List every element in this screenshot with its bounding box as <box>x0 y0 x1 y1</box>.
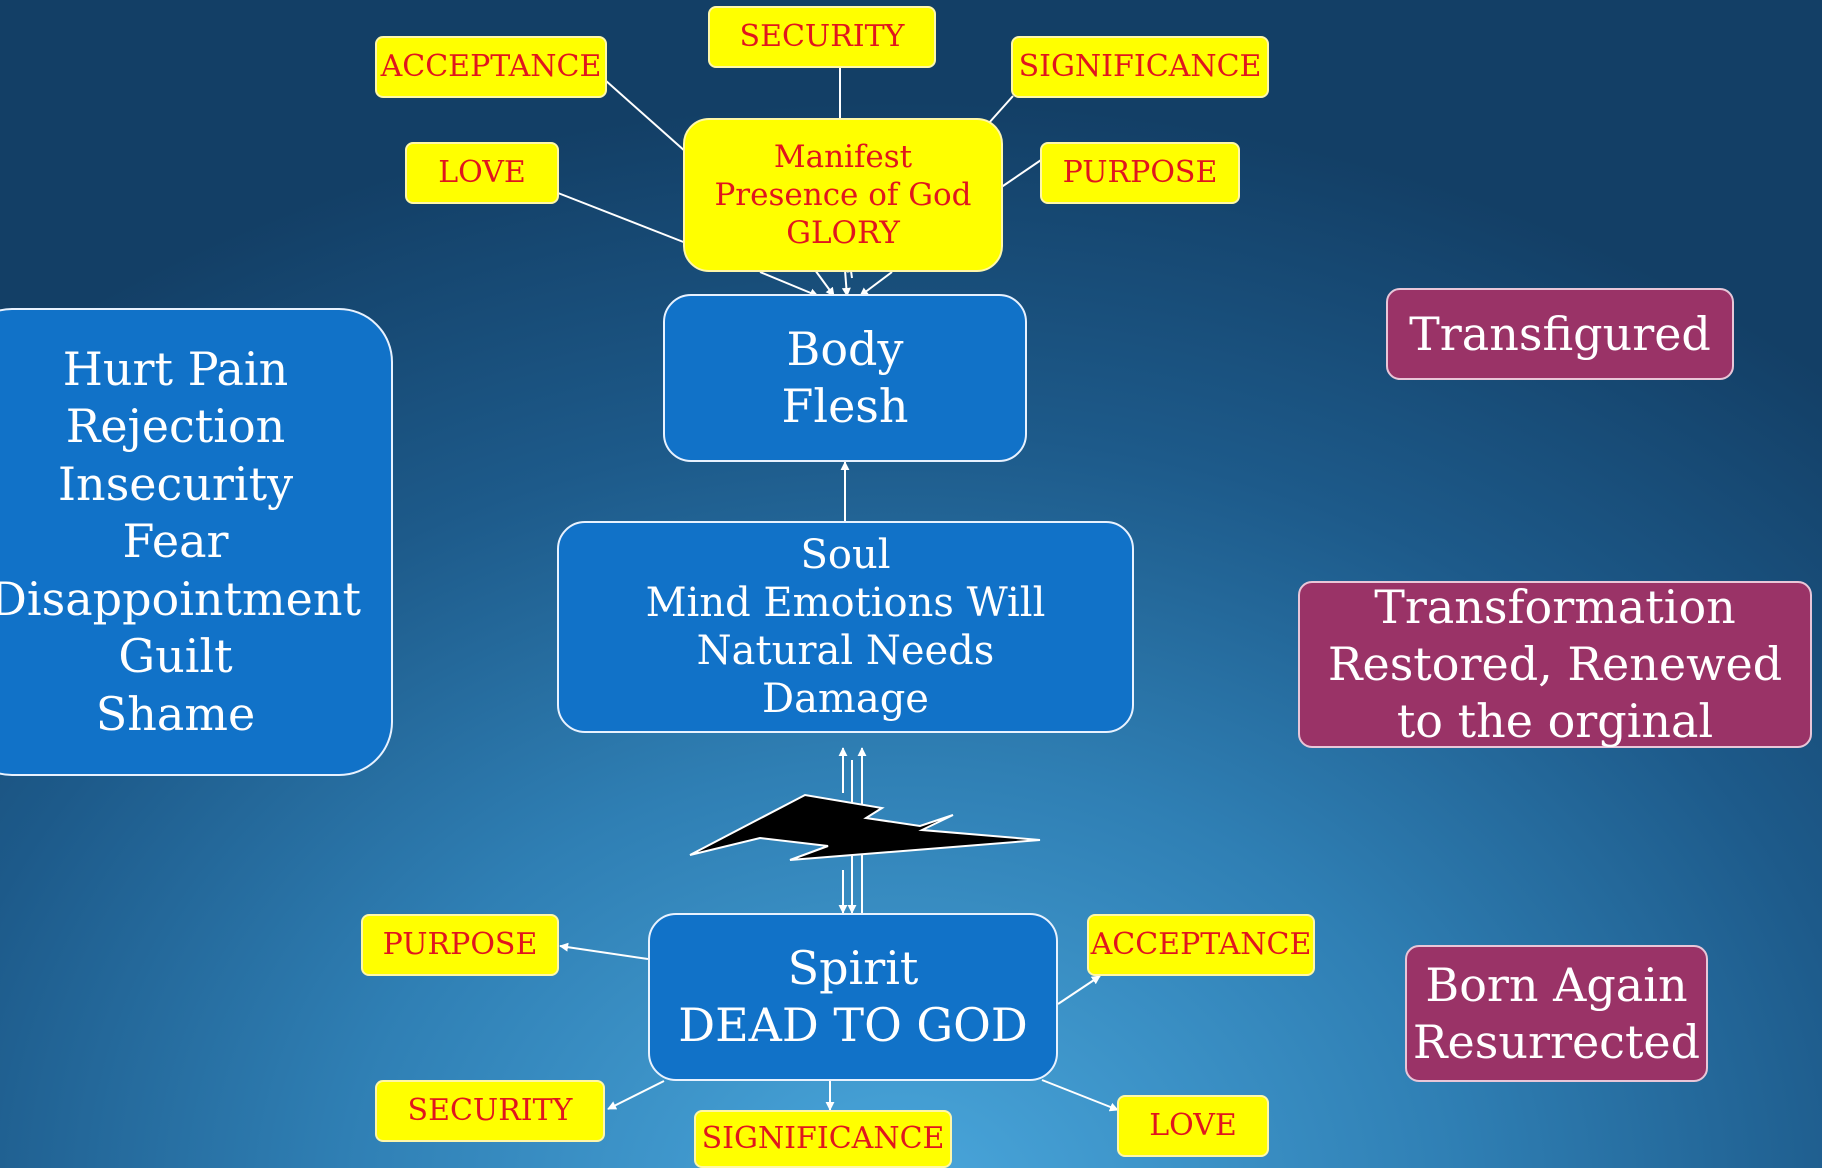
spirit-tag-purpose: PURPOSE <box>361 914 559 976</box>
wound-guilt: Guilt <box>118 629 233 684</box>
soul-line-3: Natural Needs <box>696 628 995 674</box>
glory-line-2: Presence of God <box>714 177 972 213</box>
glory-line-3: GLORY <box>786 215 900 251</box>
stage-transfigured-label: Transfigured <box>1409 306 1711 361</box>
spirit-tag-acceptance-label: ACCEPTANCE <box>1090 927 1312 962</box>
stage-born-again: Born Again Resurrected <box>1405 945 1708 1082</box>
wound-fear: Fear <box>122 514 229 569</box>
wound-disappointment: Disappointment <box>0 571 361 626</box>
spirit-tag-significance-label: SIGNIFICANCE <box>701 1121 945 1156</box>
glory-tag-security-label: SECURITY <box>739 19 905 54</box>
arrow-glory-body-4 <box>859 271 893 297</box>
glory-box: Manifest Presence of God GLORY <box>683 118 1003 272</box>
stage-transformation: Transformation Restored, Renewed to the … <box>1298 580 1812 748</box>
spirit-line-2: DEAD TO GOD <box>678 998 1028 1052</box>
wound-hurt-pain: Hurt Pain <box>62 341 289 396</box>
soul-line-4: Damage <box>762 676 929 722</box>
spirit-box: Spirit DEAD TO GOD <box>648 913 1058 1081</box>
glory-tag-significance: SIGNIFICANCE <box>1011 36 1269 98</box>
wounds-box: Hurt Pain Rejection Insecurity Fear Disa… <box>0 308 393 776</box>
stage-transformation-line-3: to the orginal <box>1396 694 1714 748</box>
lightning-bolt-icon <box>689 793 1041 861</box>
spirit-tag-acceptance: ACCEPTANCE <box>1087 914 1315 976</box>
stage-transfigured: Transfigured <box>1386 288 1734 380</box>
soul-line-1: Soul <box>800 532 891 578</box>
arrow-spirit-acceptance <box>1057 975 1101 1005</box>
spirit-line-1: Spirit <box>787 941 919 995</box>
soul-line-2: Mind Emotions Will <box>645 580 1046 626</box>
connector-glory-acceptance <box>604 79 687 153</box>
spirit-tag-security-label: SECURITY <box>407 1093 573 1128</box>
stage-transformation-line-1: Transformation <box>1374 580 1736 634</box>
wound-rejection: Rejection <box>65 399 286 454</box>
spirit-tag-love-label: LOVE <box>1149 1108 1237 1143</box>
spirit-tag-love: LOVE <box>1117 1095 1269 1157</box>
glory-tag-acceptance: ACCEPTANCE <box>375 36 607 98</box>
glory-tag-security: SECURITY <box>708 6 936 68</box>
body-line-1: Body <box>786 322 904 376</box>
body-box: Body Flesh <box>663 294 1027 462</box>
arrow-glory-body-1 <box>759 271 819 298</box>
glory-tag-purpose: PURPOSE <box>1040 142 1240 204</box>
spirit-tag-purpose-label: PURPOSE <box>382 927 538 962</box>
stage-born-again-line-2: Resurrected <box>1412 1014 1701 1069</box>
glory-tag-acceptance-label: ACCEPTANCE <box>380 49 602 84</box>
arrow-glory-body-2 <box>814 269 835 297</box>
spirit-tag-significance: SIGNIFICANCE <box>694 1110 952 1168</box>
glory-line-1: Manifest <box>773 139 913 175</box>
glory-tag-purpose-label: PURPOSE <box>1062 155 1218 190</box>
glory-tag-love: LOVE <box>405 142 559 204</box>
body-line-2: Flesh <box>781 379 909 433</box>
connector-glory-love <box>557 192 687 244</box>
arrow-spirit-purpose <box>559 942 649 960</box>
glory-tag-love-label: LOVE <box>438 155 526 190</box>
connector-glory-significance <box>987 95 1014 125</box>
stage-born-again-line-1: Born Again <box>1425 957 1688 1012</box>
arrow-glory-body-3 <box>841 269 851 297</box>
connector-glory-purpose <box>999 157 1045 189</box>
stage-transformation-line-2: Restored, Renewed <box>1327 637 1783 691</box>
wound-insecurity: Insecurity <box>57 456 294 511</box>
arrow-spirit-security <box>607 1080 665 1110</box>
glory-tag-significance-label: SIGNIFICANCE <box>1018 49 1262 84</box>
spirit-tag-security: SECURITY <box>375 1080 605 1142</box>
soul-box: Soul Mind Emotions Will Natural Needs Da… <box>557 521 1134 733</box>
arrow-spirit-love <box>1041 1079 1119 1112</box>
wound-shame: Shame <box>95 686 256 741</box>
